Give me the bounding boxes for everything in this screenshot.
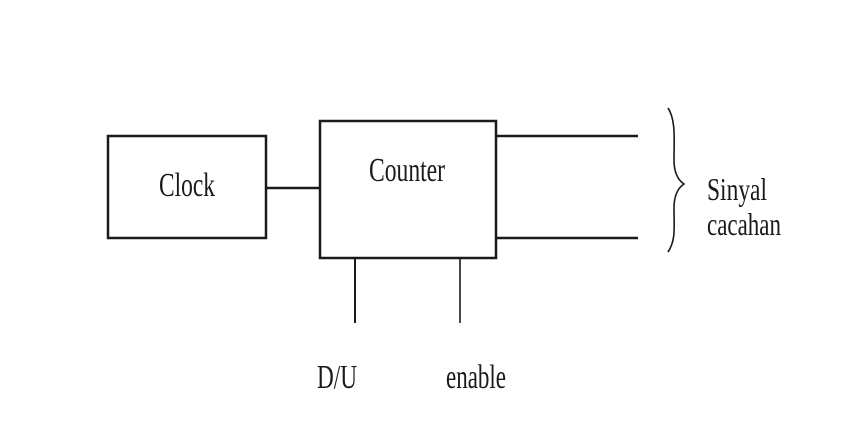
clock-label: Clock bbox=[159, 167, 215, 204]
output-label-line1: Sinyal bbox=[707, 171, 767, 207]
direction-input-label: D/U bbox=[317, 359, 357, 396]
output-label-line2: cacahan bbox=[707, 206, 781, 242]
counter-label: Counter bbox=[369, 152, 445, 189]
counter-block bbox=[318, 119, 498, 260]
enable-input-label: enable bbox=[446, 359, 506, 396]
output-brace bbox=[667, 107, 686, 253]
